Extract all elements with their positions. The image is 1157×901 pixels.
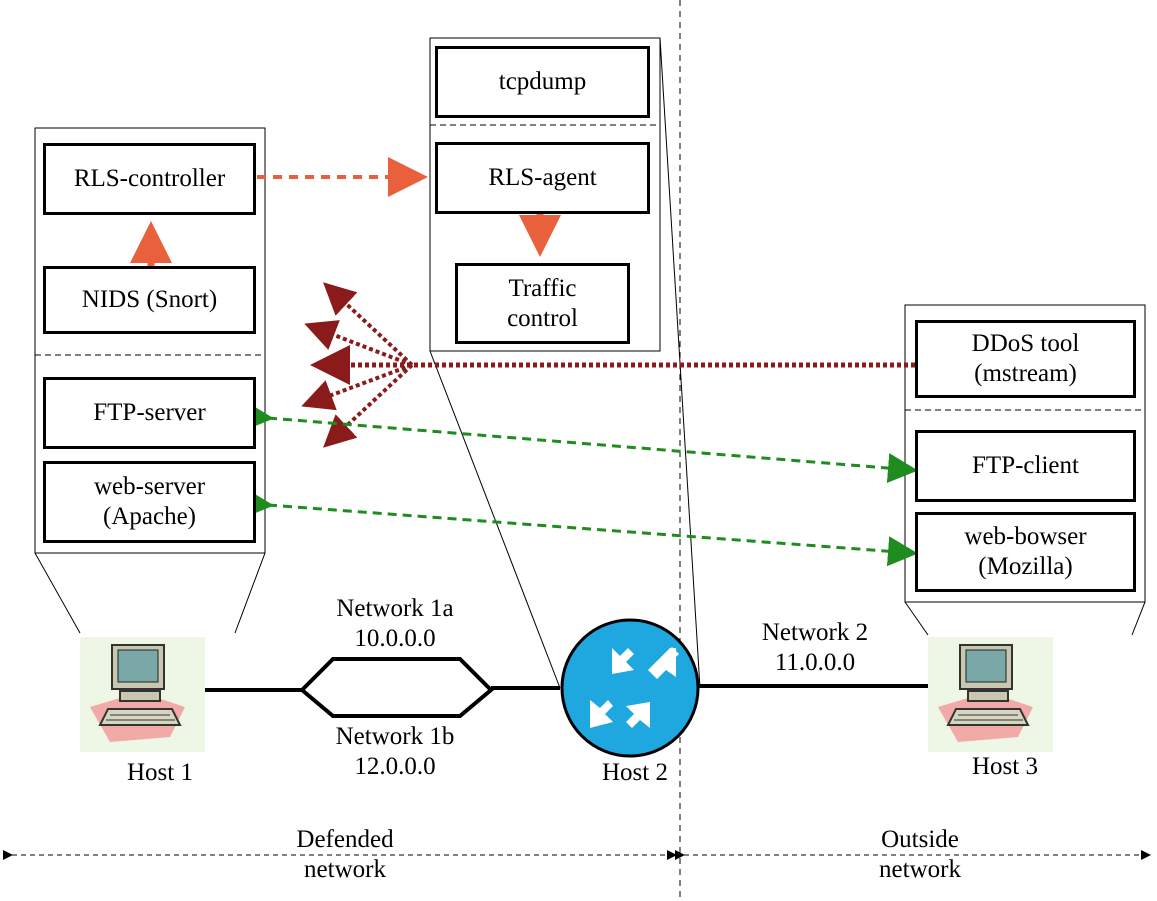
network-1b-label: Network 1b 12.0.0.0 xyxy=(335,723,455,780)
defended-network-label: Defended network xyxy=(296,826,394,883)
computer-icon xyxy=(80,637,205,752)
outside-network-label: Outside network xyxy=(879,826,961,883)
web-server-box: web-server (Apache) xyxy=(43,461,256,543)
network-2-label: Network 2 11.0.0.0 xyxy=(761,619,869,676)
host2-label: Host 2 xyxy=(602,759,668,786)
host1-callout-right xyxy=(234,552,266,634)
ftp-client-box: FTP-client xyxy=(915,430,1136,502)
ddos-tool-box: DDoS tool (mstream) xyxy=(915,320,1136,398)
rls-agent-box: RLS-agent xyxy=(435,142,650,214)
web-browser-box: web-bowser (Mozilla) xyxy=(915,512,1136,592)
host3-callout-right xyxy=(1131,601,1146,636)
rls-controller-box: RLS-controller xyxy=(43,143,256,215)
nids-box: NIDS (Snort) xyxy=(43,266,256,334)
computer-icon xyxy=(928,637,1053,752)
ftp-flow-arrow xyxy=(242,401,918,484)
network-1-ring xyxy=(299,657,494,718)
attack-spread-arrow xyxy=(301,363,413,411)
attack-spread-arrow xyxy=(323,282,414,367)
host3-label: Host 3 xyxy=(972,753,1038,780)
host3-callout-left xyxy=(904,601,929,636)
router-icon xyxy=(560,618,700,758)
attack-spread-arrow xyxy=(323,363,414,448)
host1-label: Host 1 xyxy=(127,759,193,786)
tcpdump-box: tcpdump xyxy=(435,46,650,118)
network-1a-label: Network 1a 10.0.0.0 xyxy=(336,595,454,652)
web-flow-arrow xyxy=(242,488,918,567)
attack-spread-arrow xyxy=(304,320,413,367)
ftp-server-box: FTP-server xyxy=(43,377,256,449)
traffic-control-box: Traffic control xyxy=(455,263,630,344)
host1-callout-left xyxy=(34,552,81,634)
